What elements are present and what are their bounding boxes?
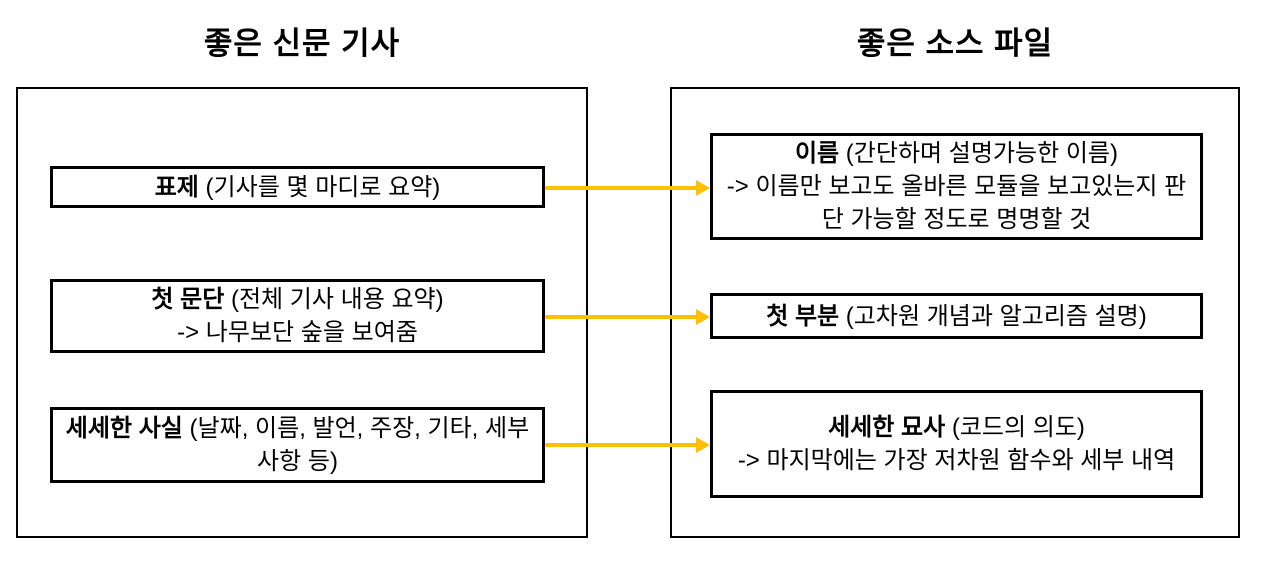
arrow-first-paragraph-to-first-part <box>545 309 710 325</box>
box-detailed-facts-text: 세세한 사실 (날짜, 이름, 발언, 주장, 기타, 세부사항 등) <box>57 412 538 478</box>
box-detailed-description-rest: (코드의 의도) <box>945 414 1085 441</box>
arrow-right-icon <box>696 437 710 453</box>
box-first-part-text: 첫 부분 (고차원 개념과 알고리즘 설명) <box>717 300 1196 333</box>
box-name-text: 이름 (간단하며 설명가능한 이름) <box>717 137 1196 170</box>
box-first-part-rest: (고차원 개념과 알고리즘 설명) <box>839 302 1147 330</box>
right-panel-title: 좋은 소스 파일 <box>856 26 1054 61</box>
box-detailed-facts: 세세한 사실 (날짜, 이름, 발언, 주장, 기타, 세부사항 등) <box>50 407 545 483</box>
arrow-right-icon <box>696 180 710 196</box>
box-detailed-description: 세세한 묘사 (코드의 의도) -> 마지막에는 가장 저차원 함수와 세부 내… <box>710 390 1203 498</box>
box-first-paragraph-term: 첫 문단 <box>151 286 225 313</box>
box-first-part-term: 첫 부분 <box>766 302 840 330</box>
arrow-bar <box>545 443 698 447</box>
box-name: 이름 (간단하며 설명가능한 이름) -> 이름만 보고도 올바른 모듈을 보고… <box>710 133 1203 240</box>
box-headline-text: 표제 (기사를 몇 마디로 요약) <box>57 171 538 204</box>
box-detailed-facts-rest: (날짜, 이름, 발언, 주장, 기타, 세부사항 등) <box>182 415 530 475</box>
box-detailed-description-note: -> 마지막에는 가장 저차원 함수와 세부 내역 <box>737 447 1176 474</box>
arrow-bar <box>545 315 698 319</box>
box-first-paragraph-note: -> 나무보단 숲을 보여줌 <box>177 319 418 346</box>
box-name-term: 이름 <box>794 140 840 167</box>
arrow-right-icon <box>696 309 710 325</box>
box-headline-rest: (기사를 몇 마디로 요약) <box>198 173 441 201</box>
box-first-paragraph-rest: (전체 기사 내용 요약) <box>224 286 444 313</box>
box-first-paragraph-text: 첫 문단 (전체 기사 내용 요약) <box>57 283 538 316</box>
left-panel-title: 좋은 신문 기사 <box>203 26 401 61</box>
box-name-note: -> 이름만 보고도 올바른 모듈을 보고있는지 판단 가능할 정도로 명명할 … <box>726 173 1187 233</box>
box-headline: 표제 (기사를 몇 마디로 요약) <box>50 166 545 208</box>
box-detailed-description-term: 세세한 묘사 <box>828 414 946 441</box>
arrow-headline-to-name <box>545 180 710 196</box>
box-first-part: 첫 부분 (고차원 개념과 알고리즘 설명) <box>710 293 1203 339</box>
box-headline-term: 표제 <box>154 173 199 201</box>
box-detailed-description-text: 세세한 묘사 (코드의 의도) <box>717 411 1196 444</box>
box-detailed-facts-term: 세세한 사실 <box>65 415 183 442</box>
box-first-paragraph: 첫 문단 (전체 기사 내용 요약) -> 나무보단 숲을 보여줌 <box>50 279 545 353</box>
box-name-rest: (간단하며 설명가능한 이름) <box>839 140 1119 167</box>
arrow-detailed-facts-to-detailed-description <box>545 437 710 453</box>
arrow-bar <box>545 186 698 190</box>
